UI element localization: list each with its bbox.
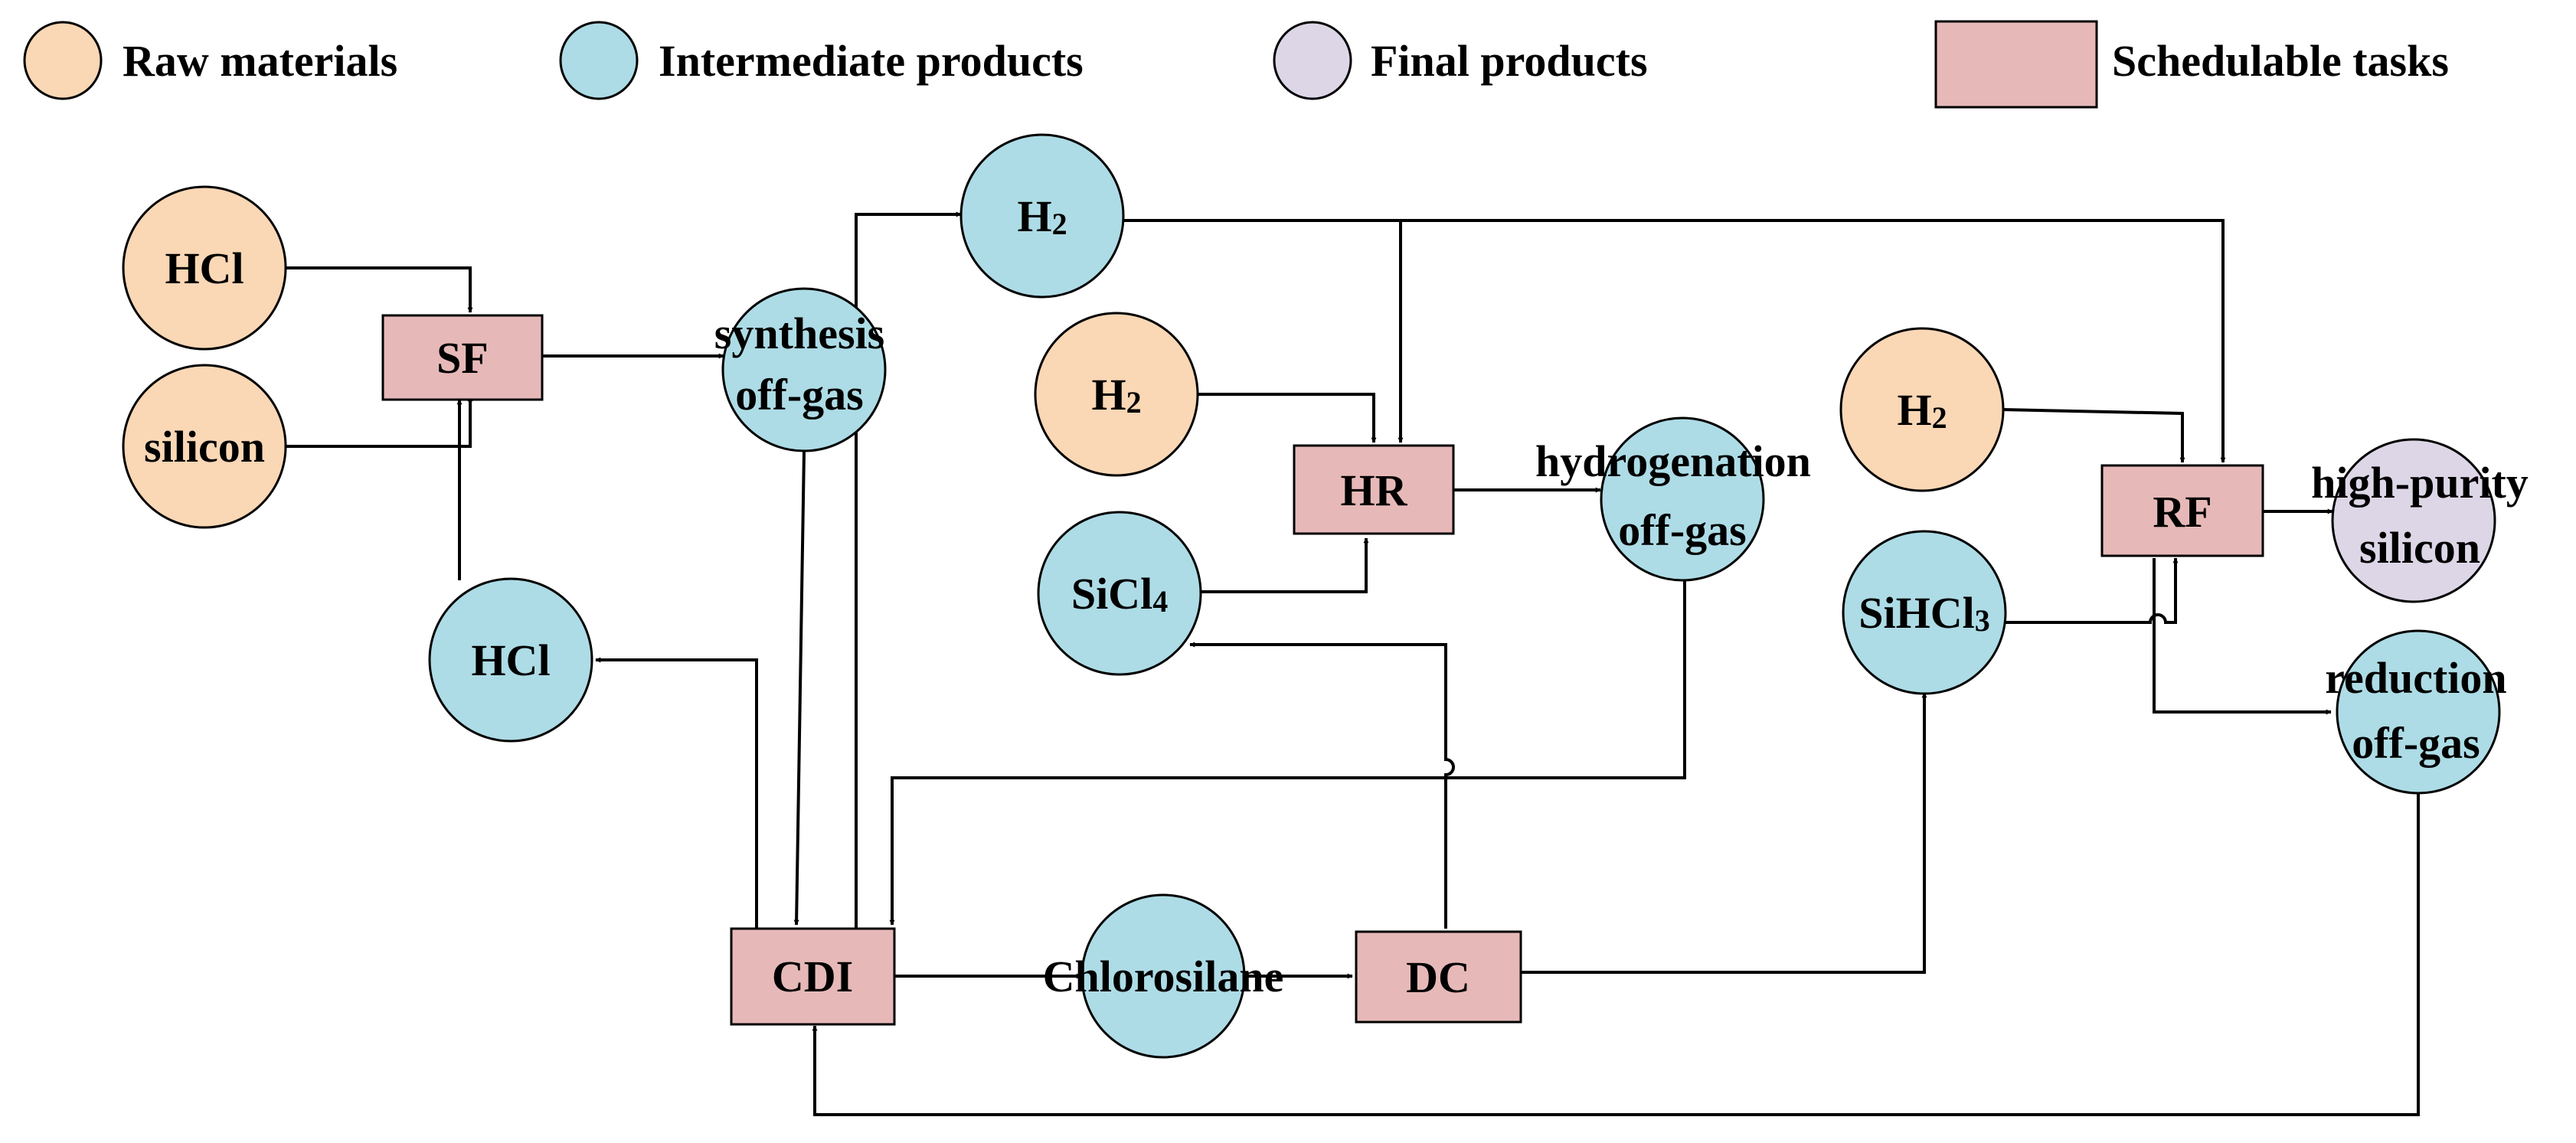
edge-h2-raw-a-to-hr: [1198, 393, 1377, 443]
node-hcl-int-label: HCl: [471, 635, 550, 685]
node-hcl-raw: HCl: [122, 185, 287, 351]
node-sicl4: SiCl4: [1037, 511, 1202, 676]
node-h2-raw-b-main: H: [1897, 385, 1931, 435]
node-h2-raw-a-sub: 2: [1126, 385, 1142, 420]
legend-final-swatch: [1273, 21, 1352, 100]
task-cdi-shape: [730, 927, 896, 1026]
node-high-purity-label-2: silicon: [2359, 523, 2480, 573]
legend-raw-materials: Raw materials: [23, 21, 397, 100]
flow-edges: [285, 211, 2420, 1116]
node-hydrogenation-shape: [1600, 416, 1765, 582]
node-h2-raw-a-shape: [1034, 312, 1199, 477]
node-synthesis-label-1: synthesis: [714, 309, 884, 358]
node-h2-int-main: H: [1017, 191, 1051, 241]
node-hydrogenation-label-2: off-gas: [1618, 505, 1747, 555]
node-h2-raw-a-label: H2: [1091, 370, 1141, 420]
node-sihcl3-shape: [1842, 530, 2007, 695]
node-hcl-int: HCl: [428, 577, 593, 743]
node-h2-int-label: H2: [1017, 191, 1067, 241]
edge-reduction-to-cdi: [812, 792, 2420, 1116]
node-synthesis-label-2: off-gas: [735, 370, 864, 420]
task-dc: DC: [1355, 930, 1522, 1024]
legend-tasks-swatch: [1934, 20, 2098, 109]
node-high-purity-label-1: high-purity: [2311, 458, 2529, 508]
node-reduction-off-gas: reduction off-gas: [2325, 629, 2507, 795]
task-cdi: CDI: [730, 927, 896, 1026]
node-chlorosilane: Chlorosilane: [1043, 893, 1284, 1059]
node-h2-raw-b-shape: [1839, 327, 2005, 492]
task-hr-shape: [1293, 444, 1455, 535]
task-cdi-label: CDI: [772, 952, 853, 1001]
node-sihcl3-sub: 3: [1975, 603, 1990, 638]
node-h2-int-sub: 2: [1052, 207, 1067, 241]
node-silicon-label: silicon: [144, 422, 265, 472]
node-h2-raw-a-main: H: [1091, 370, 1126, 420]
task-sf: SF: [381, 314, 544, 401]
node-sihcl3: SiHCl3: [1842, 530, 2007, 695]
edge-hydrogenation-to-cdi: [889, 540, 1686, 926]
node-synthesis-shape: [721, 287, 887, 452]
node-high-purity-shape: [2331, 438, 2496, 603]
edge-rf-to-reduction: [2153, 558, 2332, 715]
edge-sihcl3-to-rf: [2004, 557, 2179, 624]
legend-final-label: Final products: [1371, 36, 1648, 86]
edge-h2-raw-b-to-rf: [2002, 408, 2185, 463]
node-hcl-int-shape: [428, 577, 593, 743]
edge-h2-int-to-hr-rf: [1124, 219, 2226, 463]
task-rf-shape: [2100, 464, 2264, 557]
node-sihcl3-label: SiHCl3: [1858, 588, 1990, 638]
legend-tasks-label: Schedulable tasks: [2112, 36, 2449, 86]
task-dc-label: DC: [1406, 952, 1470, 1002]
legend-intermediate-swatch: [559, 21, 639, 100]
node-h2-raw-a: H2: [1034, 312, 1199, 477]
legend-raw-label: Raw materials: [123, 36, 397, 86]
task-sf-shape: [381, 314, 544, 401]
node-hcl-raw-label: HCl: [165, 243, 244, 293]
legend: Raw materials Intermediate products Fina…: [23, 20, 2449, 109]
node-sicl4-shape: [1037, 511, 1202, 676]
task-hr: HR: [1293, 444, 1455, 535]
legend-raw-swatch: [23, 21, 103, 100]
task-rf-label: RF: [2153, 487, 2212, 537]
legend-intermediate-label: Intermediate products: [659, 36, 1084, 86]
flow-nodes: HCl silicon H2 H2 synthesis off-gas HCl …: [122, 133, 2529, 1059]
edge-cdi-to-hcl-int: [595, 657, 758, 929]
node-sicl4-sub: 4: [1152, 584, 1168, 619]
edge-silicon-to-sf: [285, 396, 473, 448]
node-high-purity-silicon: high-purity silicon: [2311, 438, 2529, 603]
task-rf: RF: [2100, 464, 2264, 557]
node-h2-int-shape: [959, 133, 1125, 299]
edge-hcl-raw-to-sf: [285, 266, 473, 313]
node-chlorosilane-label: Chlorosilane: [1043, 952, 1284, 1001]
legend-final-products: Final products: [1273, 21, 1648, 100]
node-h2-raw-b-label: H2: [1897, 385, 1947, 435]
node-sihcl3-main: SiHCl: [1858, 588, 1975, 638]
edge-sicl4-to-hr: [1201, 537, 1369, 593]
node-h2-int: H2: [959, 133, 1125, 299]
node-reduction-label-1: reduction: [2325, 653, 2506, 703]
node-synthesis-off-gas: synthesis off-gas: [714, 287, 887, 452]
node-h2-raw-b-sub: 2: [1932, 400, 1947, 435]
node-chlorosilane-shape: [1080, 893, 1246, 1059]
node-hydrogenation-off-gas: hydrogenation off-gas: [1535, 416, 1811, 582]
edge-synthesis-to-cdi: [793, 451, 806, 926]
task-hr-label: HR: [1341, 465, 1408, 515]
node-reduction-shape: [2336, 629, 2501, 795]
node-hcl-raw-shape: [122, 185, 287, 351]
node-sicl4-label: SiCl4: [1071, 569, 1168, 619]
node-hydrogenation-label-1: hydrogenation: [1535, 436, 1811, 486]
edge-dc-to-sicl4: [1189, 642, 1455, 929]
edge-cdi-to-h2-int: [855, 211, 962, 929]
legend-intermediate-products: Intermediate products: [559, 21, 1084, 100]
task-sf-label: SF: [436, 333, 489, 383]
node-reduction-label-2: off-gas: [2352, 718, 2480, 768]
node-h2-raw-b: H2: [1839, 327, 2005, 492]
node-silicon: silicon: [122, 364, 287, 529]
node-sicl4-main: SiCl: [1071, 569, 1152, 619]
task-dc-shape: [1355, 930, 1522, 1024]
legend-schedulable-tasks: Schedulable tasks: [1934, 20, 2449, 109]
edge-dc-to-sihcl3: [1521, 692, 1927, 974]
node-silicon-shape: [122, 364, 287, 529]
